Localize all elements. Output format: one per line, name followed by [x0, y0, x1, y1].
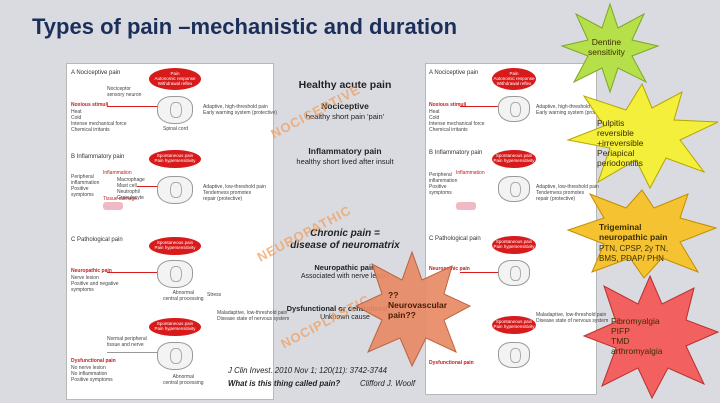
dysfunctional-label: Dysfunctional pain [71, 358, 116, 364]
spinal-cord-c1 [157, 260, 193, 288]
pain-oval-a-right: Pain Autonomic response Withdrawal refle… [492, 68, 536, 90]
citation-author: Clifford J. Woolf [360, 379, 416, 388]
adaptive-a-label: Adaptive, high-threshold pain Early warn… [203, 104, 277, 116]
neuropathic-desc: Associated with nerve lesion [300, 273, 390, 280]
pulpitis-label: Pulpitis reversible +irreversible Periap… [597, 118, 644, 168]
neuropathic-list: Nerve lesion Positive and negative sympt… [71, 275, 119, 293]
healthy-acute-heading: Healthy acute pain [298, 79, 392, 91]
normal-tissue-label: Normal peripheral tissue and nerve [107, 336, 147, 348]
section-a-label-right: A Nociceptive pain [429, 70, 479, 76]
pain-oval-c1-right: Spontaneous pain Pain hypersensitivity [492, 236, 536, 254]
inflammation-label-right: Inflammation [456, 170, 485, 176]
noxious-list: Heat Cold Intense mechanical force Chemi… [71, 109, 127, 133]
spinal-cord-a-right [498, 96, 530, 122]
pain-oval-b-right: Spontaneous pain Pain hypersensitivity [492, 150, 536, 168]
peripheral-label: Peripheral inflammation Positive symptom… [71, 174, 100, 198]
nociceptive-heading: Nociceptive [321, 101, 369, 111]
pain-oval-c2: Spontaneous pain Pain hypersensitivity [149, 318, 201, 336]
dysfunctional-heading: Dysfunctional or centralised [286, 304, 388, 313]
pathway-line-a-right [460, 106, 500, 107]
spinal-cord-b [157, 176, 193, 204]
section-c-label-right: C Pathological pain [429, 236, 481, 242]
fibromyalgia-label: Fibromyalgia PIFP TMD arthromyalgia [611, 316, 663, 356]
neurovascular-label: ?? Neurovascular pain?? [388, 290, 448, 320]
maladaptive-label: Maladaptive, low-threshold pain Disease … [217, 310, 290, 322]
trigeminal-desc: PTN, CPSP, 2y TN, BMS, PDAP/ PHN [599, 244, 669, 263]
diagram-panel-right: A Nociceptive pain Pain Autonomic respon… [425, 63, 610, 395]
pathway-line-a [107, 106, 159, 107]
tissue-damage-label: Tissue damage [103, 196, 137, 202]
spinal-cord-c2-right [498, 342, 530, 368]
diagram-panel-left: A Nociceptive pain Pain Autonomic respon… [66, 63, 289, 400]
section-b-label-right: B Inflammatory pain [429, 150, 483, 156]
pathway-line-c2 [107, 352, 159, 353]
pathway-line-c1 [107, 272, 159, 273]
section-c-label: C Pathological pain [71, 237, 123, 243]
neuropathic-label: Neuropathic pain [71, 268, 112, 274]
chronic-heading-2: disease of neuromatrix [290, 240, 400, 251]
tissue-damage-graphic-right [456, 202, 476, 210]
pain-oval-b: Spontaneous pain Pain hypersensitivity [149, 150, 201, 168]
trigeminal-star-shape [566, 189, 718, 279]
peripheral-label-right: Peripheral inflammation Positive symptom… [429, 172, 458, 196]
dysfunctional-list: No nerve lesion No inflammation Positive… [71, 365, 113, 383]
pathway-line-c1-right [460, 272, 500, 273]
citation-article-title: What is this thing called pain? [228, 379, 341, 388]
nociceptor-label: Nociceptor sensory neuron [107, 86, 142, 98]
inflammation-label: Inflammation [103, 170, 132, 176]
abnormal-processing-label-2: Abnormal central processing [163, 374, 204, 386]
adaptive-b-label: Adaptive, low-threshold pain Tenderness … [203, 184, 266, 202]
neuropathic-heading: Neuropathic pain [314, 263, 376, 272]
pain-oval-c2-right: Spontaneous pain Pain hypersensitivity [492, 316, 536, 334]
spinal-cord-label: Spinal cord [163, 126, 189, 132]
section-a-label: A Nociceptive pain [71, 70, 121, 76]
inflammation-cell-list: Macrophage Mast cell Neutrophil Granuloc… [117, 177, 145, 201]
pain-oval-a: Pain Autonomic response Withdrawal refle… [149, 68, 201, 90]
abnormal-processing-label-1: Abnormal central processing [163, 290, 204, 302]
spinal-cord-c1-right [498, 260, 530, 286]
dysfunctional-desc: Unknown cause [320, 314, 370, 321]
citation-journal: J Clin Invest. 2010 Nov 1; 120(11): 3742… [228, 366, 387, 375]
slide-title: Types of pain –mechanistic and duration [32, 14, 458, 39]
pulpitis-star-shape [566, 82, 719, 190]
tissue-damage-graphic [103, 202, 123, 210]
spinal-cord-c2 [157, 342, 193, 370]
pathway-line-b [137, 186, 159, 187]
noxious-list-right: Heat Cold Intense mechanical force Chemi… [429, 109, 485, 133]
trigeminal-heading: Trigeminal neuropathic pain [599, 222, 668, 242]
spinal-cord-b-right [498, 176, 530, 202]
dysfunctional-label-right: Dysfunctional pain [429, 360, 474, 366]
noxious-stimuli-label-right: Noxious stimuli [429, 102, 467, 108]
maladaptive-label-right: Maladaptive, low-threshold pain Disease … [536, 312, 609, 324]
inflammatory-heading: Inflammatory pain [308, 146, 382, 156]
noxious-stimuli-label: Noxious stimuli [71, 102, 109, 108]
adaptive-b-label-right: Adaptive, low-threshold pain Tenderness … [536, 184, 599, 202]
pain-oval-c1: Spontaneous pain Pain hypersensitivity [149, 237, 201, 255]
spinal-cord-a [157, 96, 193, 124]
fibromyalgia-star-shape [582, 274, 720, 400]
dentine-label: Dentine sensitivity [588, 37, 625, 57]
stress-label: Stress [207, 292, 222, 298]
inflammatory-desc: healthy short lived after insult [296, 157, 394, 166]
neurovascular-star-shape [354, 250, 472, 368]
chronic-heading-1: Chronic pain = [310, 228, 380, 239]
dentine-star-shape [560, 2, 660, 94]
nociceptive-desc: healthy short pain 'pain' [305, 112, 385, 121]
section-b-label: B Inflammatory pain [71, 154, 125, 160]
